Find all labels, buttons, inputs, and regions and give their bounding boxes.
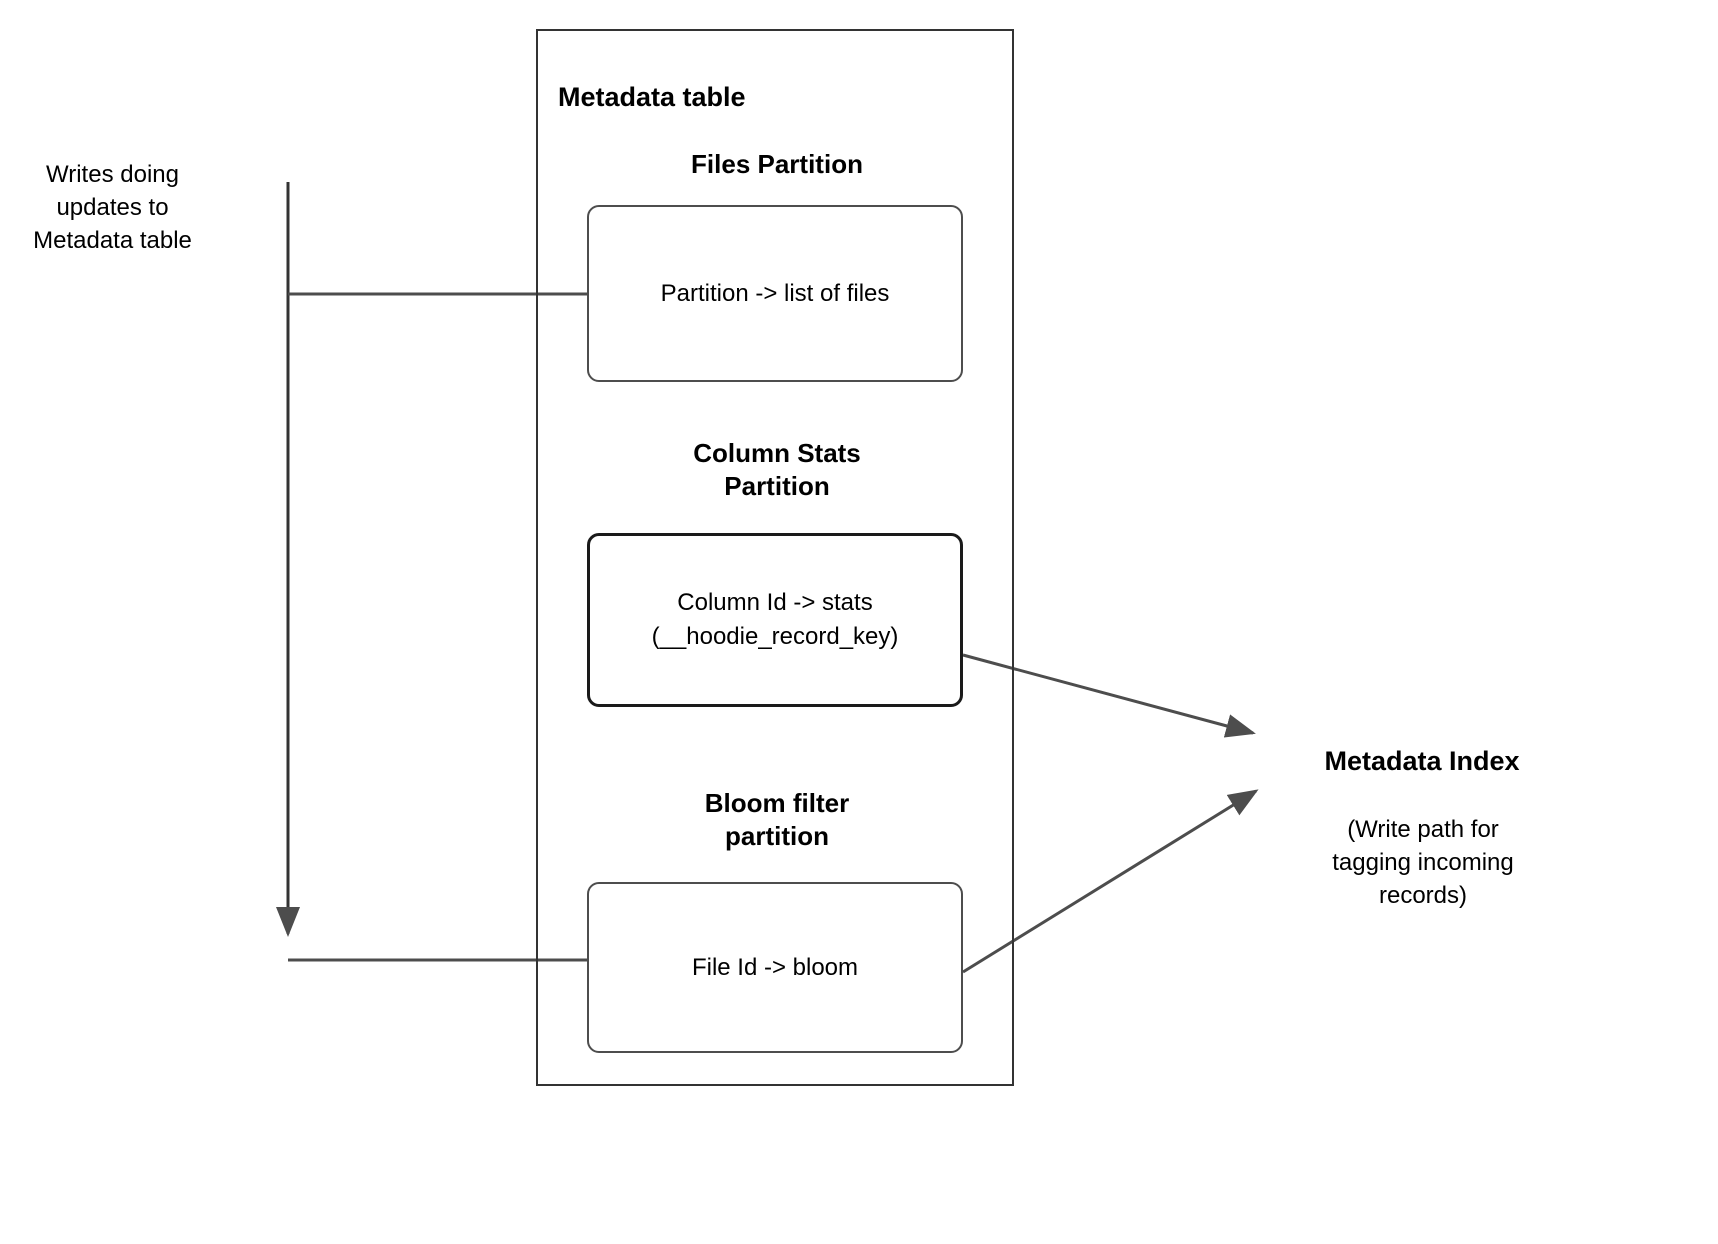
bloom-filter-partition-heading: Bloom filter partition (704, 788, 850, 852)
files-partition-box-label: Partition -> list of files (660, 279, 890, 307)
files-partition-box[interactable]: Partition -> list of files (587, 205, 963, 382)
metadata-table-container (536, 29, 1014, 1086)
metadata-index-subtitle: (Write path for tagging incoming records… (1332, 816, 1514, 910)
column-stats-partition-box[interactable]: Column Id -> stats (__hoodie_record_key) (587, 533, 963, 707)
bloom-filter-partition-box[interactable]: File Id -> bloom (587, 882, 963, 1053)
metadata-index-title: Metadata Index (1324, 746, 1520, 776)
bloom-filter-partition-box-label: File Id -> bloom (691, 953, 859, 981)
files-partition-heading: Files Partition (691, 149, 863, 179)
writes-annotation: Writes doing updates to Metadata table (33, 161, 192, 255)
metadata-table-title: Metadata table (558, 82, 746, 112)
column-stats-partition-heading: Column Stats Partition (693, 438, 861, 502)
column-stats-partition-box-label: Column Id -> stats (__hoodie_record_key) (651, 589, 899, 650)
